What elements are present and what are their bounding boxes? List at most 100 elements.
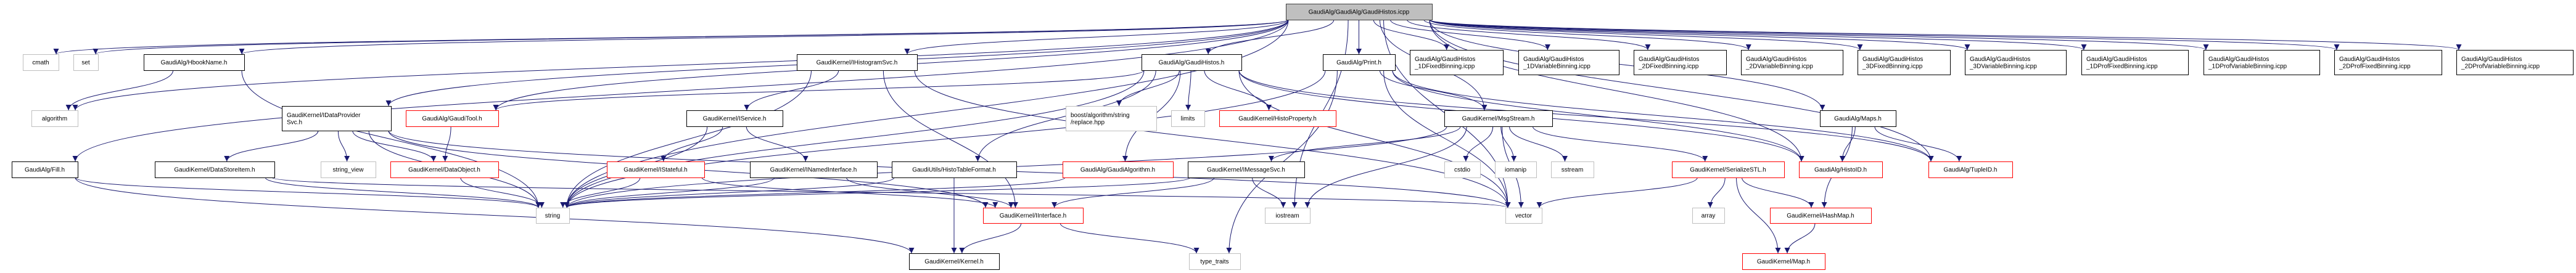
node-box — [1444, 161, 1481, 178]
edge-maps-to-tupleid — [1874, 126, 1962, 162]
node-label: GaudiKernel/SerializeSTL.h — [1690, 167, 1766, 174]
node-istateful[interactable]: GaudiKernel/IStateful.h — [607, 161, 705, 178]
node-label: _2DVariableBinning.icpp — [1745, 63, 1813, 70]
node-icpp_1dproffixed[interactable]: GaudiAlg/GaudiHistos_1DProfFixedBinning.… — [2081, 50, 2189, 75]
node-gauditool[interactable]: GaudiAlg/GaudiTool.h — [406, 110, 499, 127]
node-hashmap[interactable]: GaudiKernel/HashMap.h — [1770, 208, 1872, 224]
node-box — [1505, 208, 1542, 224]
edges-layer — [54, 19, 2461, 254]
node-print[interactable]: GaudiAlg/Print.h — [1323, 54, 1396, 71]
node-icpp_2dproffixed[interactable]: GaudiAlg/GaudiHistos_2DProfFixedBinning.… — [2334, 50, 2442, 75]
node-box — [1858, 50, 1951, 75]
edge-root-to-algorithm — [72, 19, 1289, 111]
node-label: algorithm — [42, 116, 67, 123]
node-icpp_3dvar[interactable]: GaudiAlg/GaudiHistos_3DVariableBinning.i… — [1965, 50, 2067, 75]
edge-msgstream-to-iostream — [1304, 126, 1467, 208]
node-label: GaudiKernel/INamedInterface.h — [770, 167, 857, 174]
node-label: Svc.h — [287, 119, 302, 126]
node-box — [144, 54, 245, 71]
edge-msgstream-to-serializestl — [1532, 126, 1708, 162]
edge-print-to-vector — [1383, 70, 1511, 208]
node-label: _3DFixedBinning.icpp — [1862, 63, 1923, 70]
node-label: GaudiUtils/HistoTableFormat.h — [912, 167, 996, 174]
node-sstream: sstream — [1551, 161, 1594, 178]
node-maps[interactable]: GaudiAlg/Maps.h — [1820, 110, 1896, 127]
node-label: GaudiAlg/GaudiAlgorithm.h — [1080, 167, 1155, 174]
node-box — [31, 110, 78, 127]
edge-root-to-hbookname — [239, 19, 1289, 55]
edge-iservice-to-istateful — [660, 126, 723, 162]
root-file-node[interactable]: GaudiAlg/GaudiAlg/GaudiHistos.icpp — [1286, 4, 1433, 20]
node-gaudialgorithm[interactable]: GaudiAlg/GaudiAlgorithm.h — [1063, 161, 1174, 178]
node-box — [607, 161, 705, 178]
node-label: GaudiAlg/GaudiHistos — [1862, 56, 1923, 63]
node-label: GaudiKernel/IService.h — [703, 116, 767, 123]
edge-gaudihistos_h-to-tupleid — [1238, 70, 1934, 162]
edge-fill-to-kernel — [75, 177, 915, 254]
node-map[interactable]: GaudiKernel/Map.h — [1742, 253, 1825, 270]
edge-root-to-maps — [1429, 19, 1825, 111]
node-icpp_2dvar[interactable]: GaudiAlg/GaudiHistos_2DVariableBinning.i… — [1741, 50, 1843, 75]
node-label: _1DVariableBinning.icpp — [1523, 63, 1590, 70]
edge-serializestl-to-array — [1707, 177, 1726, 208]
node-imessagesvc[interactable]: GaudiKernel/IMessageSvc.h — [1188, 161, 1305, 178]
node-fill[interactable]: GaudiAlg/Fill.h — [12, 161, 78, 178]
edge-serializestl-to-map — [1736, 177, 1781, 254]
edge-root-to-icpp_1dvar — [1390, 19, 1550, 51]
node-box — [1066, 106, 1157, 131]
node-cmath: cmath — [23, 54, 59, 71]
node-label: _2DProfVariableBinning.icpp — [2461, 63, 2540, 70]
node-label: GaudiAlg/GaudiHistos — [1639, 56, 1699, 63]
edge-hbookname-to-algorithm — [65, 70, 174, 111]
node-box — [390, 161, 499, 178]
node-dataobject[interactable]: GaudiKernel/DataObject.h — [390, 161, 499, 178]
node-kernel[interactable]: GaudiKernel/Kernel.h — [909, 253, 1000, 270]
node-iinterface[interactable]: GaudiKernel/IInterface.h — [983, 208, 1084, 224]
node-datastoreitem[interactable]: GaudiKernel/DataStoreItem.h — [155, 161, 275, 178]
edge-print-to-tupleid — [1392, 70, 1934, 162]
edge-ihistogramsvc-to-iservice — [744, 70, 839, 111]
node-hbookname[interactable]: GaudiAlg/HbookName.h — [144, 54, 245, 71]
node-label: array — [1702, 213, 1716, 219]
node-icpp_2dprofvar[interactable]: GaudiAlg/GaudiHistos_2DProfVariableBinni… — [2456, 50, 2574, 75]
node-icpp_1dprofvar[interactable]: GaudiAlg/GaudiHistos_1DProfVariableBinni… — [2204, 50, 2320, 75]
node-tupleid[interactable]: GaudiAlg/TupleID.h — [1928, 161, 2013, 178]
node-box — [1171, 110, 1205, 127]
edge-print-to-histoid — [1392, 70, 1804, 162]
node-label: GaudiAlg/GaudiHistos.h — [1159, 60, 1225, 67]
edge-gaudihistos_h-to-boost_replace — [1116, 70, 1180, 107]
node-label: GaudiAlg/Maps.h — [1834, 116, 1882, 123]
node-msgstream[interactable]: GaudiKernel/MsgStream.h — [1444, 110, 1553, 127]
edge-ihistogramsvc-to-string — [564, 70, 812, 208]
node-label: sstream — [1562, 167, 1584, 174]
node-vector: vector — [1505, 208, 1542, 224]
node-label: GaudiKernel/Kernel.h — [924, 259, 984, 266]
edge-root-to-icpp_3dfixed — [1429, 19, 1863, 51]
node-histotableformat[interactable]: GaudiUtils/HistoTableFormat.h — [892, 161, 1017, 178]
node-ihistogramsvc[interactable]: GaudiKernel/IHistogramSvc.h — [797, 54, 918, 71]
node-histoid[interactable]: GaudiAlg/HistoID.h — [1799, 161, 1883, 178]
node-label: type_traits — [1200, 259, 1228, 266]
node-inamedinterface[interactable]: GaudiKernel/INamedInterface.h — [750, 161, 878, 178]
node-gaudihistos_h[interactable]: GaudiAlg/GaudiHistos.h — [1142, 54, 1242, 71]
node-histoproperty[interactable]: GaudiKernel/HistoProperty.h — [1219, 110, 1336, 127]
node-box — [12, 161, 78, 178]
edge-iinterface-to-kernel — [959, 222, 1022, 254]
node-box — [1410, 50, 1504, 75]
edge-serializestl-to-hashmap — [1742, 177, 1814, 208]
node-box — [1770, 208, 1872, 224]
edge-root-to-tupleid — [1429, 19, 1934, 162]
node-iservice[interactable]: GaudiKernel/IService.h — [686, 110, 783, 127]
node-icpp_3dfixed[interactable]: GaudiAlg/GaudiHistos_3DFixedBinning.icpp — [1858, 50, 1951, 75]
node-box — [750, 161, 878, 178]
node-icpp_1dfixed[interactable]: GaudiAlg/GaudiHistos_1DFixedBinning.icpp — [1410, 50, 1504, 75]
edge-gaudihistos_h-to-limits — [1185, 70, 1191, 111]
node-label: GaudiKernel/IInterface.h — [1000, 213, 1066, 219]
node-icpp_1dvar[interactable]: GaudiAlg/GaudiHistos_1DVariableBinning.i… — [1518, 50, 1619, 75]
edge-gaudihistos_h-to-gauditool — [493, 70, 1145, 111]
node-cstdio: cstdio — [1444, 161, 1481, 178]
node-icpp_2dfixed[interactable]: GaudiAlg/GaudiHistos_2DFixedBinning.icpp — [1634, 50, 1727, 75]
node-iomanip: iomanip — [1495, 161, 1537, 178]
node-serializestl[interactable]: GaudiKernel/SerializeSTL.h — [1672, 161, 1785, 178]
